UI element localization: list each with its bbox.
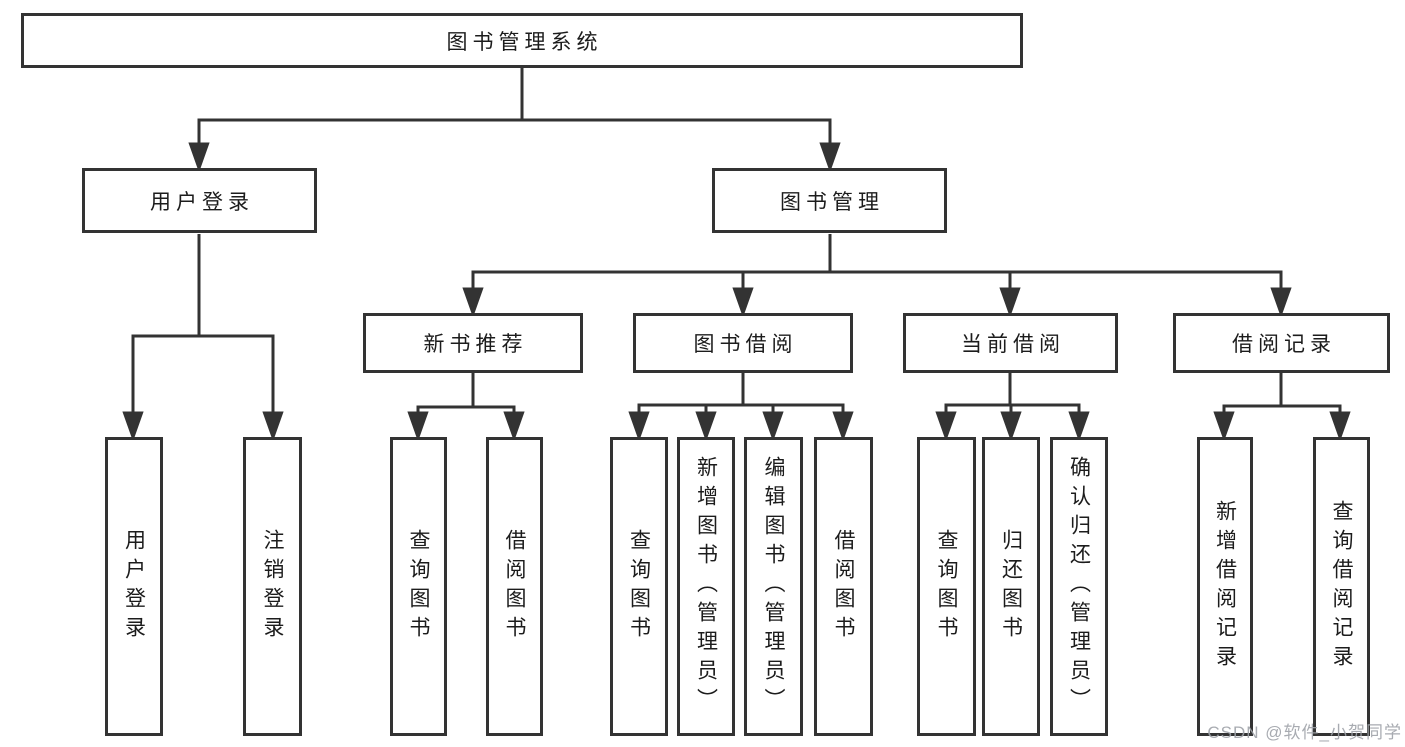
node-user-login: 用户登录 [82, 168, 317, 233]
node-root-system-label: 图书管理系统 [446, 30, 603, 54]
leaf-add-books-admin: 新增图书（管理员） [677, 437, 735, 736]
leaf-add-books-admin-label: 新增图书（管理员） [694, 456, 718, 717]
connector-bookmgmt-to-level3 [462, 234, 1292, 318]
leaf-return-books: 归还图书 [982, 437, 1040, 736]
node-borrow-records: 借阅记录 [1173, 313, 1390, 373]
node-book-borrow: 图书借阅 [633, 313, 853, 373]
node-new-book-recommend: 新书推荐 [363, 313, 583, 373]
connector-bookborrow-to-leaves [628, 373, 854, 442]
connector-userlogin-to-leaves [122, 234, 284, 442]
leaf-confirm-return-admin-label: 确认归还（管理员） [1067, 456, 1091, 717]
leaf-query-books-current-label: 查询图书 [935, 528, 958, 645]
csdn-watermark: CSDN @软件_小贺同学 [1207, 723, 1402, 742]
leaf-query-books-current: 查询图书 [917, 437, 976, 736]
node-root-system: 图书管理系统 [21, 13, 1023, 68]
node-book-management-label: 图书管理 [780, 190, 884, 214]
leaf-user-login-label: 用户登录 [122, 528, 146, 645]
leaf-borrow-books-label: 借阅图书 [832, 528, 855, 645]
node-borrow-records-label: 借阅记录 [1232, 333, 1336, 356]
leaf-edit-books-admin-label: 编辑图书（管理员） [762, 456, 785, 717]
leaf-logout: 注销登录 [243, 437, 302, 736]
node-book-management: 图书管理 [712, 168, 947, 233]
leaf-confirm-return-admin: 确认归还（管理员） [1050, 437, 1108, 736]
leaf-add-borrow-record-label: 新增借阅记录 [1213, 499, 1237, 674]
node-current-borrow-label: 当前借阅 [961, 333, 1065, 356]
connector-currentborrow-to-leaves [935, 373, 1090, 442]
leaf-query-borrow-record: 查询借阅记录 [1313, 437, 1370, 736]
connector-root-to-level2 [188, 68, 841, 173]
node-current-borrow: 当前借阅 [903, 313, 1118, 373]
leaf-edit-books-admin: 编辑图书（管理员） [744, 437, 803, 736]
connector-borrowrecords-to-leaves [1213, 373, 1351, 442]
leaf-return-books-label: 归还图书 [999, 528, 1023, 645]
node-new-book-recommend-label: 新书推荐 [423, 333, 528, 356]
leaf-query-books-recommend: 查询图书 [390, 437, 447, 736]
leaf-query-books-borrow: 查询图书 [610, 437, 668, 736]
leaf-query-borrow-record-label: 查询借阅记录 [1330, 499, 1353, 674]
leaf-borrow-books-recommend: 借阅图书 [486, 437, 543, 736]
leaf-add-borrow-record: 新增借阅记录 [1197, 437, 1253, 736]
leaf-query-books-recommend-label: 查询图书 [407, 528, 430, 645]
node-user-login-label: 用户登录 [150, 190, 254, 214]
leaf-borrow-books: 借阅图书 [814, 437, 873, 736]
connector-newbooks-to-leaves [407, 373, 525, 442]
leaf-user-login: 用户登录 [105, 437, 163, 736]
leaf-borrow-books-recommend-label: 借阅图书 [503, 528, 526, 645]
node-book-borrow-label: 图书借阅 [693, 333, 798, 356]
leaf-query-books-borrow-label: 查询图书 [627, 528, 651, 645]
leaf-logout-label: 注销登录 [261, 528, 284, 645]
